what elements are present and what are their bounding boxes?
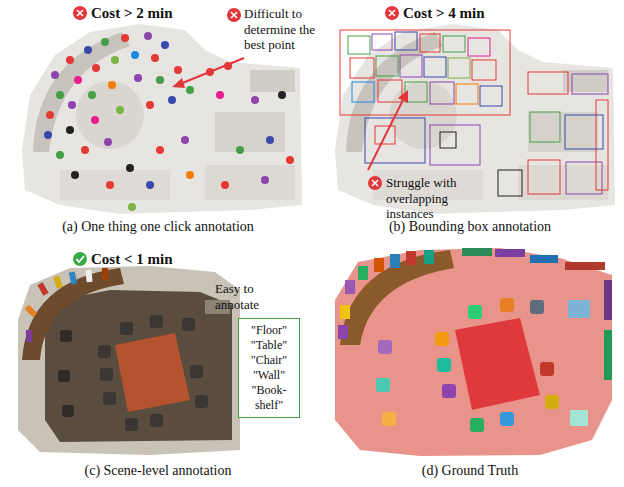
cross-icon: [73, 6, 87, 20]
class-name: "Table": [242, 338, 296, 353]
cross-icon: [227, 8, 241, 22]
callout-note: Struggle with overlapping instances: [386, 175, 482, 222]
panel-caption: (a) One thing one click annotation: [62, 219, 254, 236]
class-name: "Wall": [242, 368, 296, 383]
click-dots: [44, 32, 294, 211]
class-name: "Floor": [242, 323, 296, 338]
pointer-arrow: [172, 58, 244, 88]
scene-render: [18, 266, 240, 455]
ground-truth: [335, 248, 612, 456]
class-list-box: "Floor""Table""Chair""Wall""Book-shelf": [238, 318, 300, 418]
cross-icon: [368, 176, 382, 190]
check-icon: [73, 252, 87, 266]
class-name: "Chair": [242, 353, 296, 368]
cross-icon: [385, 6, 399, 20]
cost-note: Cost > 4 min: [403, 4, 484, 22]
panel-caption: (b) Bounding box annotation: [389, 219, 551, 236]
cost-note: Cost > 2 min: [91, 4, 172, 22]
panel-caption: (c) Scene-level annotation: [85, 463, 232, 480]
bounding-boxes: [340, 30, 608, 196]
callout-note: Easy to annotate: [215, 281, 285, 312]
pointer-arrow: [368, 90, 408, 170]
callout-note: Difficult to determine the best point: [244, 6, 328, 53]
panel-caption: (d) Ground Truth: [422, 463, 518, 480]
cost-note: Cost < 1 min: [91, 250, 172, 268]
class-name: "Book-shelf": [242, 383, 296, 413]
